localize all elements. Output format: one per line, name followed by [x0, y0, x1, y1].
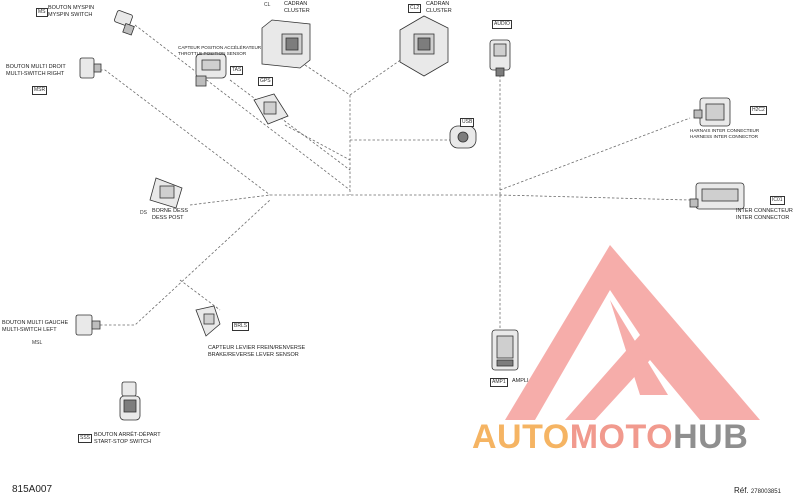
wire-ms: [134, 24, 351, 191]
ms-code-label: MS: [36, 8, 48, 17]
cl-code-label: CL: [264, 2, 271, 8]
wire-brls: [179, 279, 221, 311]
gps-code-label: GPS: [258, 77, 273, 86]
cl2-connector: [399, 15, 449, 77]
msr-label: BOUTON MULTI DROIT MULTI-SWITCH RIGHT: [6, 64, 66, 77]
ds-fr-label: BORNE DESS: [152, 208, 189, 214]
ds-en-label: DESS POST: [152, 214, 184, 221]
connectors: [75, 10, 745, 421]
reference-label: Réf.: [734, 486, 749, 495]
wire-cl: [304, 64, 351, 96]
msr-en-label: MULTI-SWITCH RIGHT: [6, 70, 65, 77]
brls-en-label: BRAKE/REVERSE LEVER SENSOR: [208, 351, 299, 358]
tas-connector: [195, 53, 227, 87]
h2c2-label: HARNAIS INTER CONNECTEUR HARNESS INTER C…: [690, 128, 759, 139]
h2c2-en-label: HARNESS INTER CONNECTOR: [690, 133, 759, 139]
ic01-fr-label: INTER CONNECTEUR: [736, 208, 793, 214]
reference: Réf. 278003851: [734, 486, 781, 495]
tas-label: CAPTEUR POSITION ACCÉLÉRATEUR THROTTLE P…: [178, 45, 261, 56]
h2c2-fr-label: HARNAIS INTER CONNECTEUR: [690, 128, 760, 133]
ms-en-label: MYSPIN SWITCH: [48, 11, 93, 18]
msl-connector: [75, 314, 101, 336]
sss-label: BOUTON ARRÊT-DÉPART START-STOP SWITCH: [94, 432, 161, 445]
figure-id: 815A007: [12, 484, 53, 495]
wire-msl: [100, 199, 271, 326]
msl-code-label: MSL: [32, 340, 43, 346]
wire-ds: [189, 194, 271, 206]
sss-fr-label: BOUTON ARRÊT-DÉPART: [94, 432, 161, 438]
cl2-en-label: CLUSTER: [426, 7, 452, 14]
msl-label: BOUTON MULTI GAUCHE MULTI-SWITCH LEFT: [2, 320, 68, 333]
h2c2-code-label: H2C2: [750, 106, 767, 115]
tas-code-label: TAS: [230, 66, 244, 75]
wiring-lines: [100, 24, 691, 410]
ms-label: BOUTON MYSPIN MYSPIN SWITCH: [48, 5, 94, 18]
watermark-hub: HUB: [673, 418, 749, 456]
brls-connector: [195, 305, 221, 337]
cl2-fr-label: CADRAN: [426, 1, 450, 7]
ds-label: BORNE DESS DESS POST: [152, 208, 188, 221]
ic01-label: INTER CONNECTEUR INTER CONNECTOR: [736, 208, 793, 221]
msr-connector: [79, 57, 102, 79]
wire-h2c2: [499, 117, 691, 191]
amp1-connector: [491, 329, 519, 371]
wire-msr: [100, 69, 271, 196]
ms-connector: [114, 10, 135, 36]
cl2-code-label: CL2: [408, 4, 422, 13]
brls-fr-label: CAPTEUR LEVIER FREIN/RENVERSE: [208, 345, 306, 351]
sss-en-label: START-STOP SWITCH: [94, 438, 152, 445]
watermark-logo: AUTOMOTOHUB: [472, 418, 748, 457]
tas-en-label: THROTTLE POSITION SENSOR: [178, 50, 247, 56]
cl2-label: CADRAN CLUSTER: [426, 1, 452, 14]
brls-label: CAPTEUR LEVIER FREIN/RENVERSE BRAKE/REVE…: [208, 345, 305, 358]
tas-fr-label: CAPTEUR POSITION ACCÉLÉRATEUR: [178, 45, 262, 50]
audio-connector: [489, 39, 511, 77]
cl-connector: [261, 19, 311, 69]
gps-connector: [253, 93, 289, 125]
usb-connector: [449, 125, 477, 149]
wire-tas: [229, 79, 351, 171]
msl-fr-label: BOUTON MULTI GAUCHE: [2, 320, 69, 326]
ic01-en-label: INTER CONNECTOR: [736, 214, 790, 221]
ic01-code-label: IC01: [770, 196, 785, 205]
audio-code-label: AUDIO: [492, 20, 512, 29]
reference-number: 278003851: [750, 489, 781, 495]
watermark-moto: MOTO: [569, 418, 674, 456]
sss-connector: [119, 381, 141, 421]
cl-en-label: CLUSTER: [284, 7, 310, 14]
watermark-auto: AUTO: [472, 418, 570, 456]
amp1-code-label: AMP1: [490, 378, 508, 387]
wire-trunk-horizontal: [270, 194, 691, 201]
ms-fr-label: BOUTON MYSPIN: [48, 5, 95, 11]
msr-fr-label: BOUTON MULTI DROIT: [6, 64, 66, 70]
msl-en-label: MULTI-SWITCH LEFT: [2, 326, 57, 333]
brls-code-label: BRLS: [232, 322, 250, 331]
msr-code-label: MSR: [32, 86, 48, 95]
usb-code-label: USB: [460, 118, 475, 127]
sss-code-label: SSS: [78, 434, 93, 443]
cl-fr-label: CADRAN: [284, 1, 308, 7]
ic01-connector: [689, 182, 745, 210]
ds-connector: [149, 177, 183, 209]
wire-gps: [284, 124, 351, 161]
amp1-en-label: AMPLI: [512, 378, 529, 384]
h2c2-connector: [693, 97, 731, 127]
watermark-triangle: [505, 245, 760, 420]
ds-code-label: DS: [140, 210, 147, 216]
cl-label: CADRAN CLUSTER: [284, 1, 310, 14]
